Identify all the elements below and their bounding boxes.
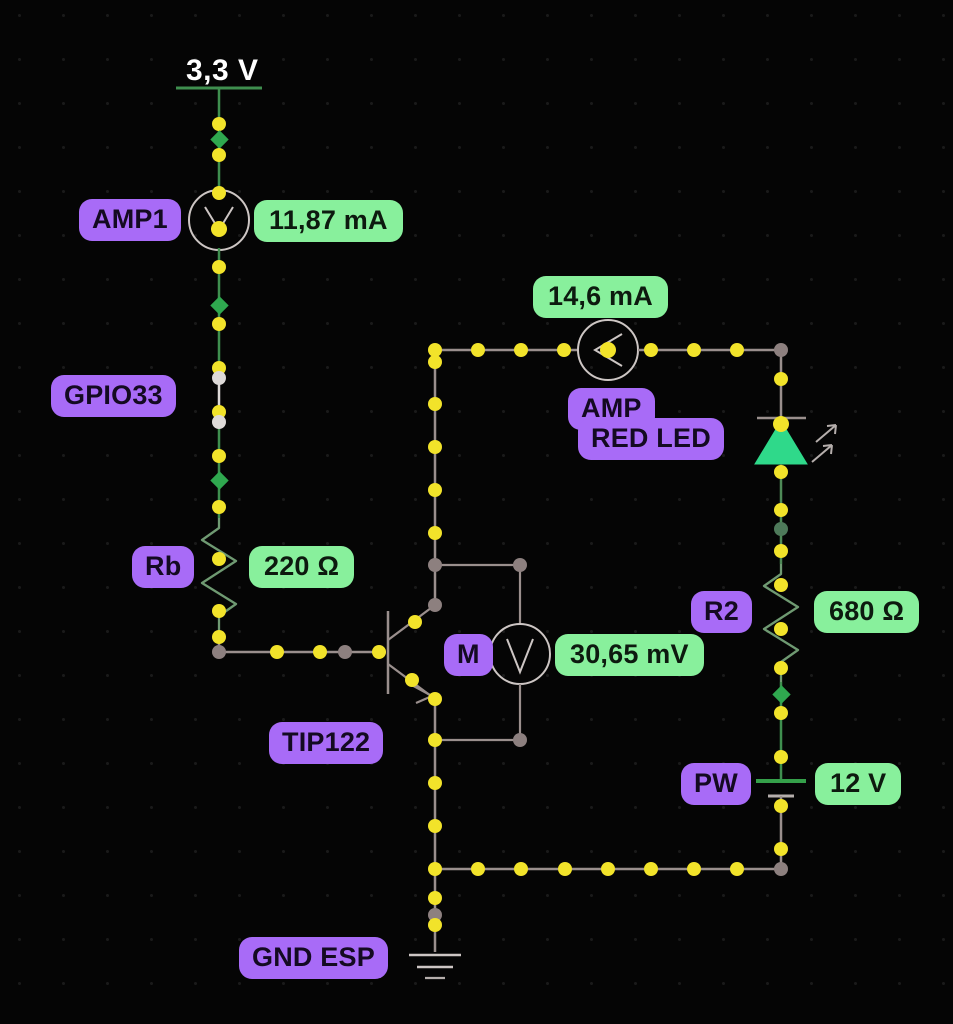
label-amp1-name[interactable]: AMP1 bbox=[79, 199, 181, 241]
node-dots-left-branch bbox=[210, 117, 229, 659]
label-rb-value[interactable]: 220 Ω bbox=[249, 546, 355, 588]
led-emission-arrow-1-icon bbox=[815, 424, 837, 443]
led-emission-arrow-2-icon bbox=[811, 444, 833, 463]
node-dots-base-wire bbox=[270, 645, 386, 659]
node-dots-collector-wire bbox=[428, 343, 527, 932]
label-amp2-value[interactable]: 14,6 mA bbox=[533, 276, 668, 318]
label-ground-name[interactable]: GND ESP bbox=[239, 937, 388, 979]
voltmeter-body[interactable] bbox=[489, 623, 551, 685]
label-meter-name[interactable]: M bbox=[444, 634, 493, 676]
label-led-name[interactable]: RED LED bbox=[578, 418, 724, 460]
voltmeter-V-icon bbox=[506, 638, 534, 675]
label-battery-name[interactable]: PW bbox=[681, 763, 751, 805]
resistor-rb-body[interactable] bbox=[200, 518, 238, 637]
label-r2-name[interactable]: R2 bbox=[691, 591, 752, 633]
label-gpio33-net[interactable]: GPIO33 bbox=[51, 375, 176, 417]
node-dots-transistor bbox=[405, 598, 442, 706]
label-transistor-name[interactable]: TIP122 bbox=[269, 722, 384, 764]
node-dots-bottom-rail bbox=[471, 862, 744, 876]
node-dots-top-wire bbox=[471, 342, 788, 358]
ammeter-arrow-left-icon bbox=[593, 333, 623, 367]
label-battery-value[interactable]: 12 V bbox=[815, 763, 902, 805]
node-dots-right-branch bbox=[772, 372, 791, 876]
resistor-r2-body[interactable] bbox=[762, 564, 800, 682]
label-rb-name[interactable]: Rb bbox=[132, 546, 195, 588]
label-meter-value[interactable]: 30,65 mV bbox=[555, 634, 704, 676]
label-r2-value[interactable]: 680 Ω bbox=[814, 591, 920, 633]
supply-voltage-label: 3,3 V bbox=[186, 54, 259, 87]
label-amp1-value[interactable]: 11,87 mA bbox=[254, 200, 403, 242]
